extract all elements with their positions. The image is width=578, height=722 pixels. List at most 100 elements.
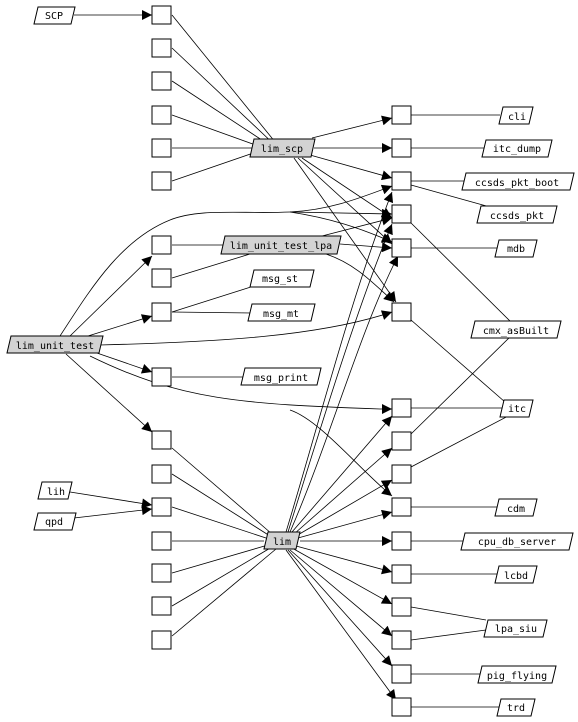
arrow-edges: [65, 10, 399, 701]
box-node: [151, 596, 172, 616]
edge-line: [171, 14, 281, 149]
box-node: [391, 398, 412, 418]
node-shape: [6, 335, 104, 354]
edge-line: [410, 184, 491, 208]
labelled-nodes: SCP lim_scp lim_unit_test_lpa lim_unit_t…: [6, 6, 575, 717]
node-qpd: qpd: [33, 512, 77, 531]
edge-arrow: [69, 255, 153, 337]
node-shape: [476, 205, 558, 224]
node-msg-print: msg_print: [240, 367, 322, 386]
box-node: [391, 697, 412, 717]
box-node: [151, 235, 172, 255]
box-node: [151, 464, 172, 484]
node-trd: trd: [496, 698, 536, 717]
node-label: lim_unit_test_lpa: [230, 241, 332, 252]
node-label: msg_mt: [263, 309, 299, 320]
node-shape: [499, 399, 534, 418]
node-cdm: cdm: [494, 498, 538, 517]
box-nodes: [151, 5, 412, 717]
edge-arrow: [289, 184, 393, 213]
box-node: [391, 204, 412, 224]
box-node: [391, 431, 412, 451]
node-msg-st: msg_st: [249, 269, 315, 288]
edge-arrow: [73, 505, 153, 519]
node-ccsds-pkt: ccsds_pkt: [476, 205, 558, 224]
box-node: [391, 302, 412, 322]
edge-line: [410, 629, 487, 641]
edge-line: [171, 473, 271, 537]
node-itc: itc: [499, 399, 534, 418]
node-shape: [498, 106, 534, 125]
box-node: [151, 38, 172, 58]
edge-line: [171, 311, 253, 314]
edge-arrow: [309, 154, 393, 181]
node-label: ccsds_pkt_boot: [475, 178, 559, 189]
edge-arrow: [321, 215, 393, 237]
edge-arrow: [93, 351, 153, 374]
edge-arrow: [291, 415, 393, 533]
edge-arrow: [289, 211, 393, 243]
edge-arrow: [311, 115, 393, 139]
node-shape: [37, 481, 73, 500]
node-shape: [33, 512, 77, 531]
node-label: lpa_siu: [495, 624, 537, 635]
edge-arrow: [301, 157, 393, 219]
edge-line: [410, 336, 511, 435]
node-label: lih: [47, 487, 65, 498]
edge-arrow: [289, 255, 399, 533]
node-shape: [496, 698, 536, 717]
edge-line: [171, 548, 277, 637]
box-node: [151, 171, 172, 191]
edge-arrow: [297, 157, 393, 245]
node-label: cli: [508, 112, 526, 123]
box-node: [151, 302, 172, 322]
edge-line: [171, 546, 273, 607]
node-cmx-asbuilt: cmx_asBuilt: [470, 320, 562, 339]
plain-edges: [59, 14, 511, 708]
node-itc-dump: itc_dump: [481, 139, 553, 158]
edge-line: [410, 606, 487, 621]
box-node: [151, 430, 172, 450]
box-node: [151, 268, 172, 288]
node-shape: [477, 665, 557, 684]
node-shape: [470, 320, 562, 339]
edge-arrow: [295, 545, 393, 575]
node-lim-unit-test: lim_unit_test: [6, 335, 104, 354]
node-shape: [249, 138, 316, 158]
edge-arrow: [339, 242, 393, 253]
box-node: [391, 531, 412, 551]
edge-arrow: [295, 479, 393, 537]
node-shape: [461, 172, 575, 191]
edge-arrow: [65, 353, 153, 433]
node-cpu-db-server: cpu_db_server: [460, 532, 574, 551]
box-node: [151, 105, 172, 125]
box-node: [151, 531, 172, 551]
node-ccsds-pkt-boot: ccsds_pkt_boot: [461, 172, 575, 191]
box-node: [391, 630, 412, 650]
node-label: lcbd: [504, 571, 528, 582]
box-node: [151, 367, 172, 387]
box-node: [391, 238, 412, 258]
node-lim-unit-test-lpa: lim_unit_test_lpa: [220, 235, 342, 255]
box-node: [151, 138, 172, 158]
node-mdb: mdb: [494, 239, 538, 258]
edge-arrow: [325, 253, 395, 303]
node-label: qpd: [45, 517, 63, 528]
edge-arrow: [289, 549, 393, 637]
node-lpa-siu: lpa_siu: [483, 619, 548, 638]
node-label: itc_dump: [493, 144, 541, 155]
node-label: lim: [273, 537, 291, 548]
box-node: [391, 497, 412, 517]
edge-arrow: [293, 447, 393, 535]
node-label: cmx_asBuilt: [483, 326, 549, 337]
box-node: [391, 171, 412, 191]
node-label: msg_print: [254, 373, 308, 384]
node-shape: [33, 6, 76, 25]
box-node: [391, 105, 412, 125]
edge-line: [171, 114, 265, 149]
node-shape: [220, 235, 342, 255]
node-shape: [249, 269, 315, 288]
node-msg-mt: msg_mt: [247, 303, 316, 322]
node-lim-scp: lim_scp: [249, 138, 316, 158]
box-node: [391, 664, 412, 684]
